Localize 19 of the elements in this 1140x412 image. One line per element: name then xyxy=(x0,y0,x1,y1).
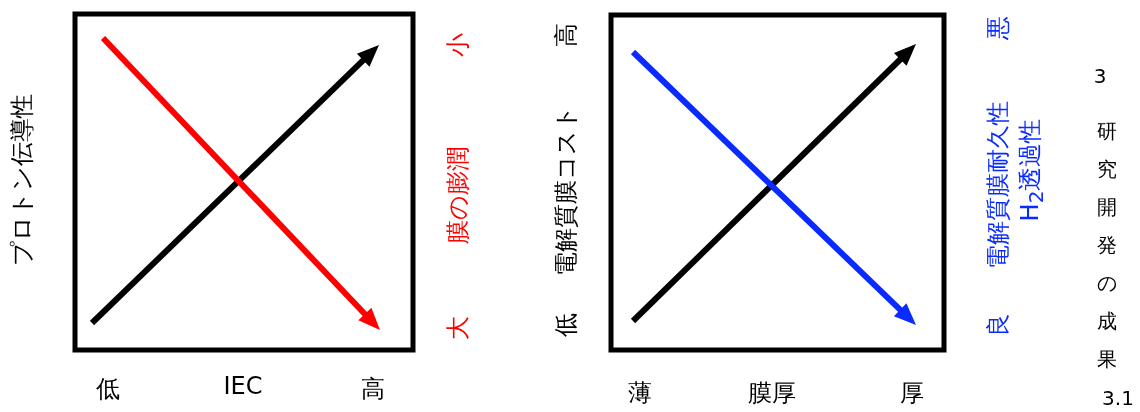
axis-label: 膜の膨潤 xyxy=(444,146,472,244)
scale-label: 薄 xyxy=(628,379,652,407)
scale-label: 低 xyxy=(96,375,120,403)
scale-label: 厚 xyxy=(900,379,924,407)
scale-label: 低 xyxy=(552,313,580,337)
scale-label: 小 xyxy=(444,33,472,57)
axis-label: 電解質膜耐久性 xyxy=(984,101,1012,269)
section-number: 3 xyxy=(1093,65,1107,87)
axis-label: 電解質膜コスト xyxy=(552,104,580,276)
axis-label: IEC xyxy=(223,372,263,400)
scale-label: 高 xyxy=(552,23,580,47)
axis-label: 膜厚 xyxy=(748,379,796,407)
scale-label: 良 xyxy=(984,313,1012,337)
section-heading: 研究開発の成果 xyxy=(1097,118,1118,373)
scale-label: 高 xyxy=(361,375,385,403)
section-number: 3.1 xyxy=(1102,387,1134,409)
scale-label: 大 xyxy=(444,316,472,340)
scale-label: 悪 xyxy=(984,16,1012,40)
axis-label: プロトン伝導性 xyxy=(8,94,36,266)
